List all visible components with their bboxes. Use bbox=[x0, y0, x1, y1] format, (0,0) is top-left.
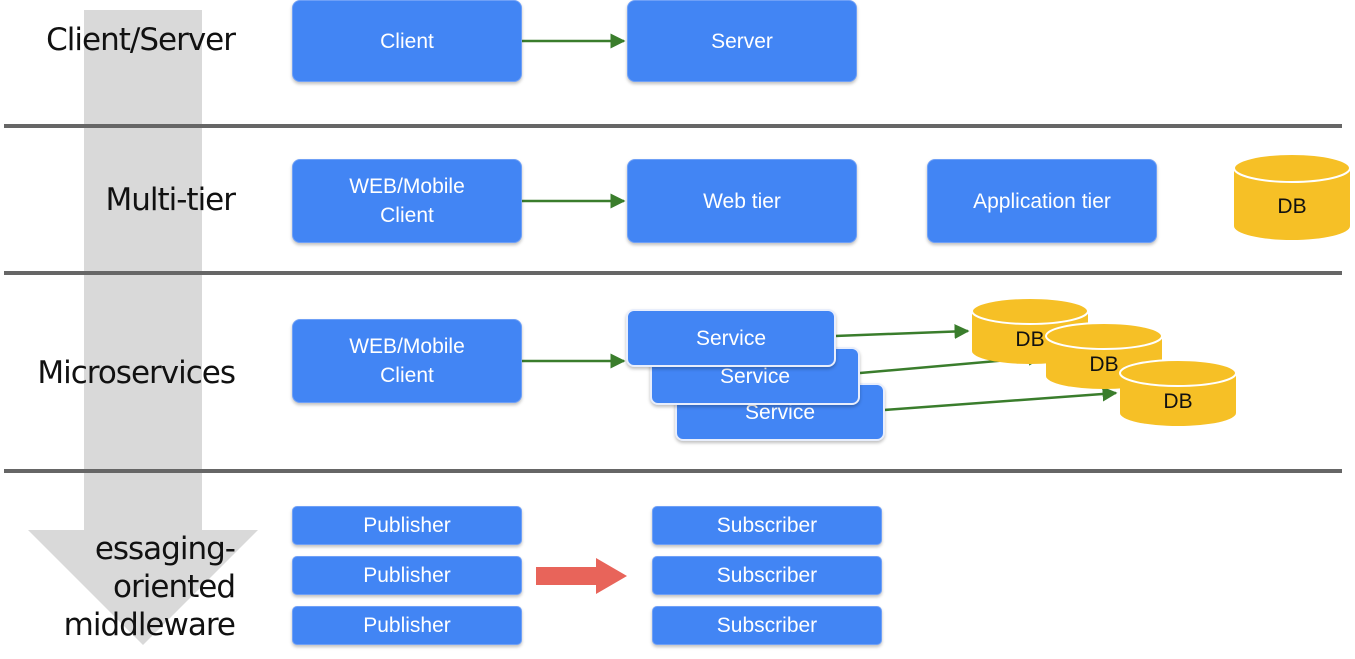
web-mobile-client-box: WEB/Mobile Client bbox=[292, 159, 522, 243]
service-box: Service bbox=[626, 309, 836, 367]
row-label-messaging-middleware: essaging-oriented middleware bbox=[63, 531, 236, 643]
service-db-arrow bbox=[834, 324, 970, 340]
timeline-down-arrow bbox=[28, 10, 258, 645]
service-db-arrow bbox=[883, 386, 1118, 412]
subscriber-box: Subscriber bbox=[652, 606, 882, 645]
publisher-box: Publisher bbox=[292, 606, 522, 645]
application-tier-box: Application tier bbox=[927, 159, 1157, 243]
server-box: Server bbox=[627, 0, 857, 82]
web-mobile-client-box: WEB/Mobile Client bbox=[292, 319, 522, 403]
publisher-box: Publisher bbox=[292, 506, 522, 545]
db-label: DB bbox=[1163, 390, 1192, 413]
row-label-multi-tier: Multi-tier bbox=[105, 182, 236, 218]
web-tier-box: Web tier bbox=[627, 159, 857, 243]
subscriber-box: Subscriber bbox=[652, 506, 882, 545]
row-label-microservices: Microservices bbox=[37, 355, 236, 391]
publisher-box: Publisher bbox=[292, 556, 522, 595]
db-label: DB bbox=[1089, 353, 1118, 376]
message-flow-arrow bbox=[536, 558, 627, 594]
subscriber-box: Subscriber bbox=[652, 556, 882, 595]
row-label-client-server: Client/Server bbox=[46, 22, 236, 58]
db-cylinder: DB bbox=[1233, 153, 1351, 240]
db-cylinder: DB bbox=[1119, 359, 1237, 426]
db-label: DB bbox=[1277, 195, 1306, 218]
db-label: DB bbox=[1015, 328, 1044, 351]
client-box: Client bbox=[292, 0, 522, 82]
